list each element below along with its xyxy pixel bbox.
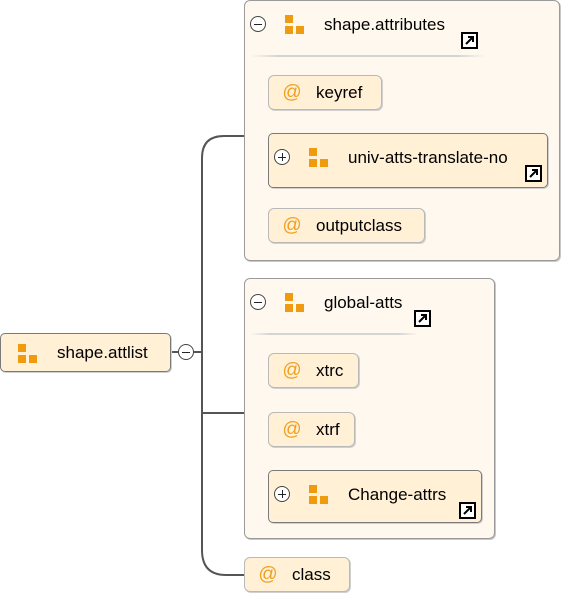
attribute-label: class (292, 565, 331, 584)
group-ref-change-attrs[interactable] (268, 470, 482, 523)
attribute-xtrf[interactable]: @ xtrf (268, 412, 355, 447)
group-ref-label: univ-atts-translate-no (348, 148, 508, 167)
group-label-shape-attributes: shape.attributes (324, 15, 445, 34)
group-icon (309, 485, 329, 505)
attribute-label: keyref (316, 83, 363, 102)
attribute-xtrc[interactable]: @ xtrc (268, 353, 359, 388)
attribute-outputclass[interactable]: @ outputclass (268, 208, 425, 243)
at-sign-icon: @ (282, 215, 302, 236)
group-label-global-atts: global-atts (324, 293, 403, 312)
expand-toggle-univ-atts-translate-no[interactable] (274, 149, 290, 165)
at-sign-icon: @ (282, 419, 302, 440)
attribute-label: xtrc (316, 361, 344, 380)
at-sign-icon: @ (282, 82, 302, 103)
reference-link-icon[interactable] (459, 502, 476, 519)
attribute-label: outputclass (316, 216, 402, 235)
group-icon (285, 293, 305, 313)
collapse-toggle-shape-attributes[interactable] (250, 16, 266, 32)
group-icon (309, 148, 329, 168)
attribute-keyref[interactable]: @ keyref (268, 75, 382, 110)
reference-link-icon[interactable] (461, 32, 478, 49)
expand-toggle-change-attrs[interactable] (274, 486, 290, 502)
root-node-shape-attlist[interactable]: shape.attlist (0, 333, 171, 372)
collapse-toggle-global-atts[interactable] (250, 294, 266, 310)
collapse-toggle-root[interactable] (178, 344, 194, 360)
group-icon (18, 344, 38, 364)
at-sign-icon: @ (282, 360, 302, 381)
reference-link-icon[interactable] (525, 165, 542, 182)
attribute-class[interactable]: @ class (244, 557, 350, 592)
group-ref-label: Change-attrs (348, 485, 447, 504)
at-sign-icon: @ (258, 564, 278, 585)
root-node-label: shape.attlist (57, 343, 148, 362)
group-icon (285, 15, 305, 35)
attribute-label: xtrf (316, 420, 340, 439)
reference-link-icon[interactable] (414, 310, 431, 327)
